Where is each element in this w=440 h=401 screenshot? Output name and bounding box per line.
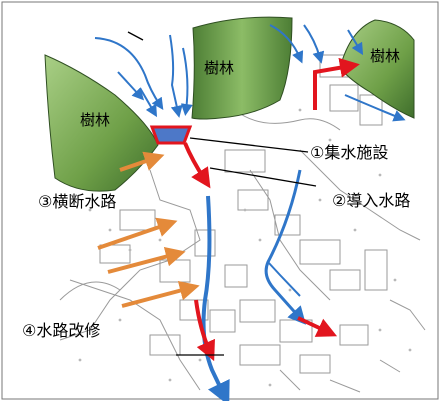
outlet-arrow <box>297 316 338 337</box>
forest-left <box>44 54 159 192</box>
catchment-facility <box>149 125 193 145</box>
callout-catchment-facility: ①集水施設 <box>310 143 388 162</box>
callout-cross-channel: ③横断水路 <box>38 192 116 211</box>
inlet-channel-arrow <box>183 142 211 189</box>
right-river-branch <box>267 261 301 297</box>
right-river <box>264 169 306 325</box>
callout-channel-repair: ④水路改修 <box>22 321 100 340</box>
settlement-sketch <box>59 54 426 393</box>
forest-center <box>191 16 293 120</box>
forest-label: 樹林 <box>80 111 110 129</box>
right-drainage <box>313 57 360 110</box>
runoff-arrows <box>94 24 406 122</box>
channel-repair-arrow <box>194 299 215 362</box>
callout-inlet-channel: ②導入水路 <box>332 191 410 210</box>
cross-channel-arrows <box>97 151 200 308</box>
forest-label: 樹林 <box>370 47 400 65</box>
leader-lines <box>127 31 317 356</box>
forest-label: 樹林 <box>204 59 234 77</box>
settlement-dots <box>78 108 412 387</box>
